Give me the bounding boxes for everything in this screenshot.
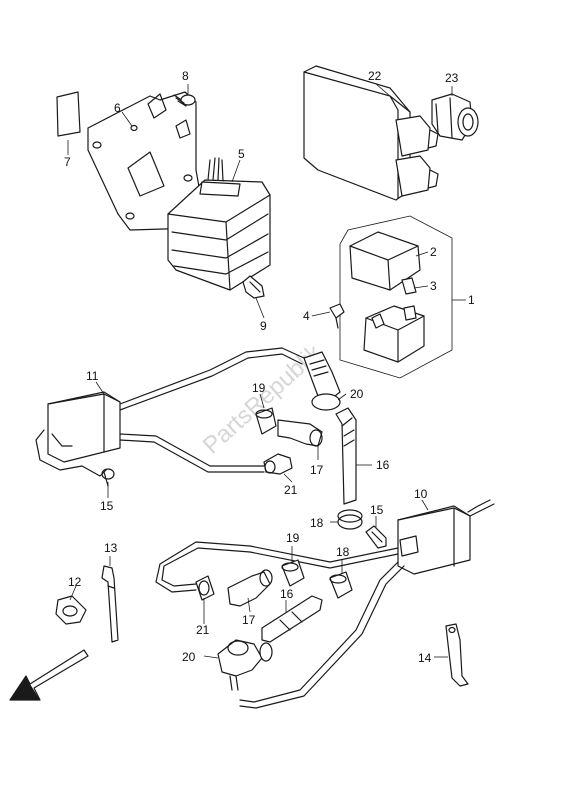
part-13-cable-tie[interactable]: [101, 565, 119, 643]
part-3-fuse[interactable]: [401, 277, 417, 295]
part-21-seal-upper[interactable]: [263, 453, 293, 475]
coil-11-wires: [119, 347, 305, 473]
part-9-bolt[interactable]: [242, 275, 265, 299]
part-16-plug-wire-upper[interactable]: [335, 407, 357, 505]
callout-4[interactable]: 4: [303, 309, 310, 323]
part-2-relay-cover[interactable]: [349, 231, 421, 291]
part-8-screw[interactable]: [173, 94, 196, 107]
callout-21a[interactable]: 21: [284, 483, 298, 497]
part-11-ignition-coil[interactable]: [35, 391, 121, 480]
callout-19a[interactable]: 19: [252, 381, 266, 395]
callout-14[interactable]: 14: [418, 651, 432, 665]
part-16-plug-wire-lower[interactable]: [261, 595, 323, 643]
callout-3[interactable]: 3: [430, 279, 437, 293]
part-12-clamp[interactable]: [55, 595, 87, 625]
part-4-screw[interactable]: [329, 303, 345, 329]
callout-10[interactable]: 10: [414, 487, 428, 501]
callout-23[interactable]: 23: [445, 71, 459, 85]
leader-lines: [67, 83, 453, 659]
callout-13[interactable]: 13: [104, 541, 118, 555]
callout-15b[interactable]: 15: [370, 503, 384, 517]
part-23-connector[interactable]: [431, 93, 479, 141]
callout-1[interactable]: 1: [468, 293, 475, 307]
part-18-cap-upper[interactable]: [337, 509, 363, 530]
part-20-plug-cap-lower[interactable]: [217, 639, 273, 691]
callout-20b[interactable]: 20: [182, 650, 196, 664]
part-19-cap-upper[interactable]: [255, 407, 277, 435]
part-18-cap-lower[interactable]: [329, 571, 353, 599]
callout-21b[interactable]: 21: [196, 623, 210, 637]
part-20-plug-cap-upper[interactable]: [303, 351, 341, 411]
part-19-cap-lower[interactable]: [281, 559, 305, 587]
callout-11[interactable]: 11: [86, 369, 99, 383]
callout-9[interactable]: 9: [260, 319, 267, 333]
part-1-relay-assembly[interactable]: [339, 215, 466, 379]
callout-18a[interactable]: 18: [310, 516, 324, 530]
callout-5[interactable]: 5: [238, 147, 245, 161]
part-17-hose-lower[interactable]: [227, 569, 273, 607]
callout-8[interactable]: 8: [182, 69, 189, 83]
callout-17a[interactable]: 17: [310, 463, 324, 477]
callout-16b[interactable]: 16: [280, 587, 294, 601]
part-17-hose-upper[interactable]: [277, 419, 323, 447]
part-22-ecm[interactable]: [303, 65, 439, 201]
callout-7[interactable]: 7: [64, 155, 71, 169]
callout-19b[interactable]: 19: [286, 531, 300, 545]
starter-relay[interactable]: [363, 305, 425, 363]
callout-15a[interactable]: 15: [100, 499, 114, 513]
callout-2[interactable]: 2: [430, 245, 437, 259]
callout-20a[interactable]: 20: [350, 387, 364, 401]
callout-18b[interactable]: 18: [336, 545, 350, 559]
callout-6[interactable]: 6: [114, 101, 121, 115]
part-14-clip[interactable]: [445, 623, 469, 687]
callout-22[interactable]: 22: [368, 69, 382, 83]
callout-16a[interactable]: 16: [376, 458, 390, 472]
coil-10-wires: [155, 541, 405, 709]
part-10-ignition-coil[interactable]: [397, 499, 495, 575]
callout-numbers: 7 6 8 5 9 22 23 2 3 1 4 11 19 20 17 16 2…: [64, 69, 475, 665]
part-21-seal-lower[interactable]: [195, 575, 215, 601]
callout-12[interactable]: 12: [68, 575, 82, 589]
direction-arrow-icon: [9, 649, 89, 701]
part-5-regulator[interactable]: [167, 157, 271, 291]
callout-17b[interactable]: 17: [242, 613, 256, 627]
part-15-bolt-lower[interactable]: [365, 525, 387, 549]
part-7-label[interactable]: [56, 91, 81, 137]
part-15-bolt-upper[interactable]: [103, 471, 109, 487]
